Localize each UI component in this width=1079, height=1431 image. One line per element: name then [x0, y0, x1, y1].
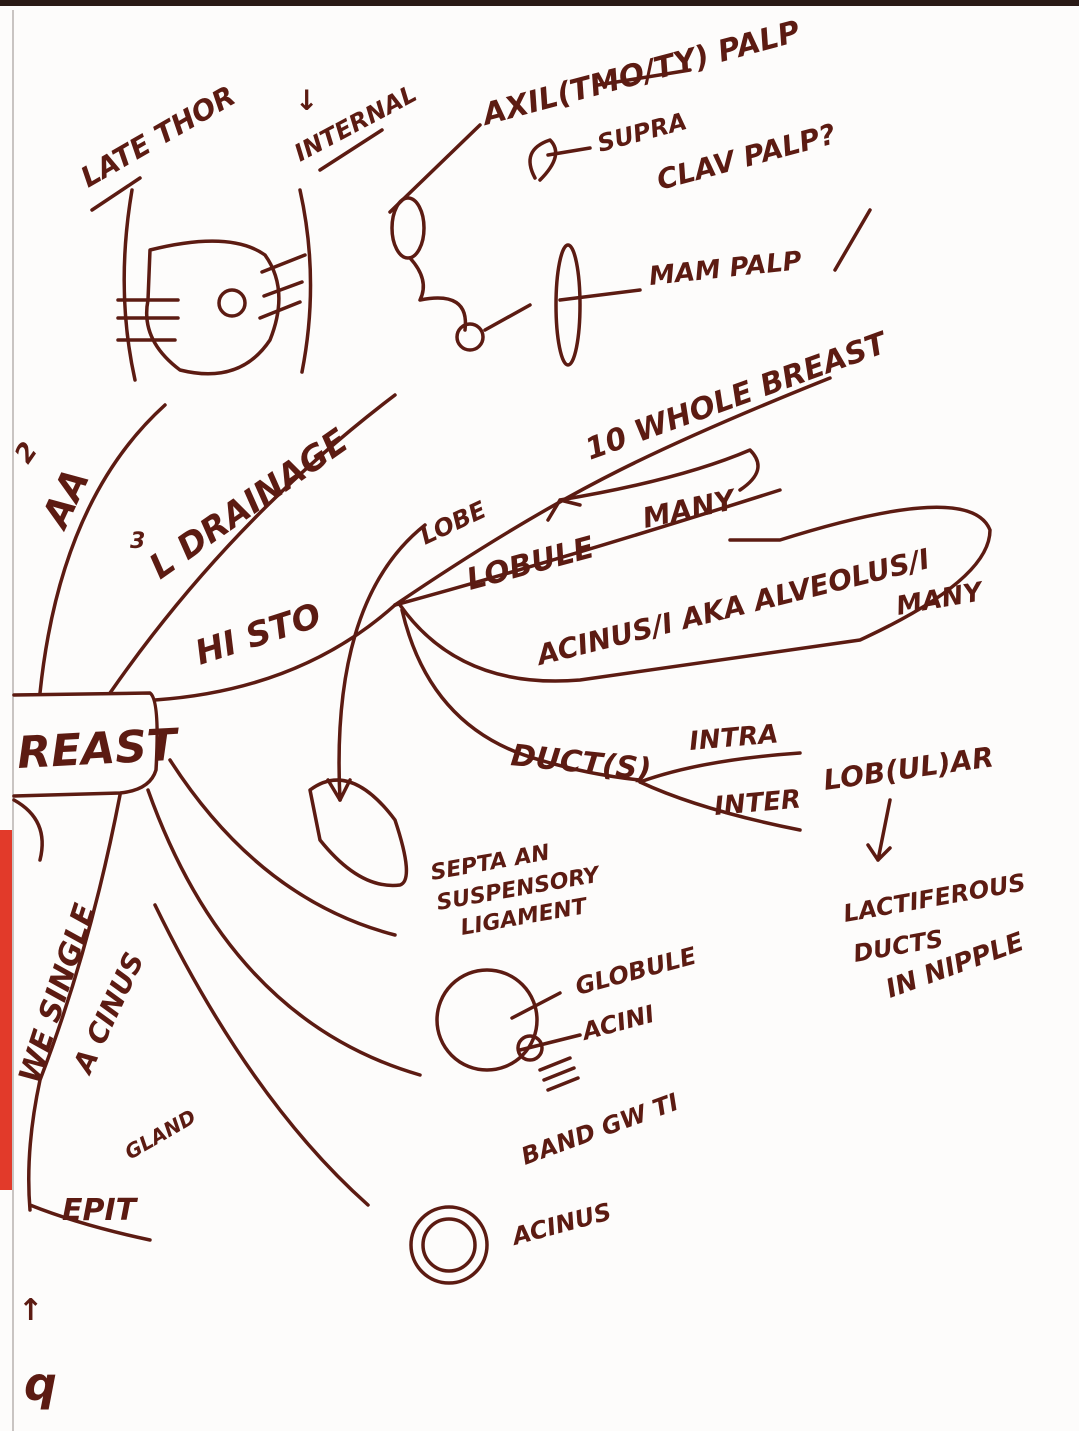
supra-label-1: SUPRA — [594, 107, 690, 158]
chest-wall-left — [122, 188, 137, 382]
breast-outline — [144, 239, 281, 376]
intra-label: INTRA — [688, 719, 780, 757]
branch-histo — [153, 603, 397, 702]
axilla-curve — [408, 256, 468, 332]
chest-wall-right — [298, 188, 313, 374]
branch-intra — [638, 751, 802, 784]
many-1-label: MANY — [640, 483, 741, 535]
central-box — [12, 691, 159, 798]
whole-breast-label: 10 WHOLE BREAST — [581, 325, 894, 467]
globule-pointer — [510, 991, 562, 1020]
lactiferous-1: LACTIFEROUS — [841, 868, 1028, 928]
red-highlight-mark — [0, 830, 12, 1190]
lobe-arrow-curve — [337, 523, 427, 802]
page-margin-line — [12, 10, 14, 1431]
internal-underline — [318, 128, 384, 172]
epit-label: EPIT — [62, 1193, 139, 1228]
internal-arrow: ↓ — [295, 84, 318, 117]
globule-circle — [435, 968, 539, 1072]
top-edge — [0, 0, 1079, 6]
epit-branch — [28, 1203, 152, 1242]
lobe-label: LOBE — [416, 495, 491, 550]
band-lines — [538, 1056, 580, 1092]
curve-band — [153, 903, 370, 1207]
inter-label: INTER — [713, 785, 802, 822]
areola-circle — [455, 322, 485, 352]
branch-ducts — [400, 608, 642, 782]
branch-whole-breast — [393, 376, 832, 607]
lat-thor-underline — [90, 176, 142, 212]
acinus-inner — [421, 1217, 477, 1273]
branch-inter — [638, 780, 802, 832]
left-bracket — [12, 798, 44, 862]
arrow-loop-1 — [546, 448, 760, 522]
vessel-lines-right — [258, 253, 307, 320]
acinus-outer — [409, 1205, 489, 1285]
breast-side-ellipse — [554, 243, 582, 367]
septa-shape — [308, 778, 409, 888]
branch-drainage — [108, 393, 397, 695]
curve-globule — [146, 788, 422, 1077]
curve-septa — [168, 758, 397, 937]
supra-clav-symbol — [528, 138, 592, 182]
band-label: BAND GW TI — [517, 1088, 682, 1171]
many-2-label: MANY — [894, 577, 988, 622]
nipple-line — [483, 303, 532, 332]
axil-underline — [596, 68, 692, 87]
branch-acinus — [398, 505, 992, 683]
left-branch — [27, 793, 122, 1212]
lobular-label: LOB(UL)AR — [821, 740, 995, 797]
palp-strikeout — [833, 208, 872, 272]
arrow-bottom: ↑ — [18, 1293, 43, 1328]
mam-line — [558, 288, 642, 302]
globule-label: GLOBULE — [572, 941, 700, 1000]
acini-pointer — [518, 1033, 582, 1052]
acini-label: ACINI — [577, 1000, 657, 1047]
lat-thor-label: LATE THOR — [75, 79, 241, 194]
drainage-number: 3 — [130, 529, 145, 554]
aa-label: AA — [32, 462, 98, 537]
gland-label: GLAND — [121, 1105, 201, 1165]
central-node-label: REAST — [16, 720, 181, 779]
ducts-label: DUCT(S) — [509, 738, 653, 788]
drainage-label: L DRAINAGE — [142, 421, 356, 587]
acinus-small-label: ACINUS — [507, 1198, 614, 1252]
branch-lobule — [393, 488, 782, 607]
branch-aa — [38, 403, 167, 695]
lobular-arrow — [866, 798, 892, 862]
mam-palp-label: MAM PALP — [648, 246, 804, 292]
vessel-lines-left — [116, 298, 180, 342]
lobule-label: LOBULE — [463, 530, 598, 598]
axilla-ellipse — [390, 196, 426, 260]
acini-circle — [516, 1034, 544, 1062]
nipple-circle — [217, 288, 247, 318]
aa-number: 2 — [9, 437, 44, 469]
axil-label: AXIL(TMO/TY) PALP — [477, 14, 804, 133]
q-glyph: q — [24, 1357, 57, 1411]
